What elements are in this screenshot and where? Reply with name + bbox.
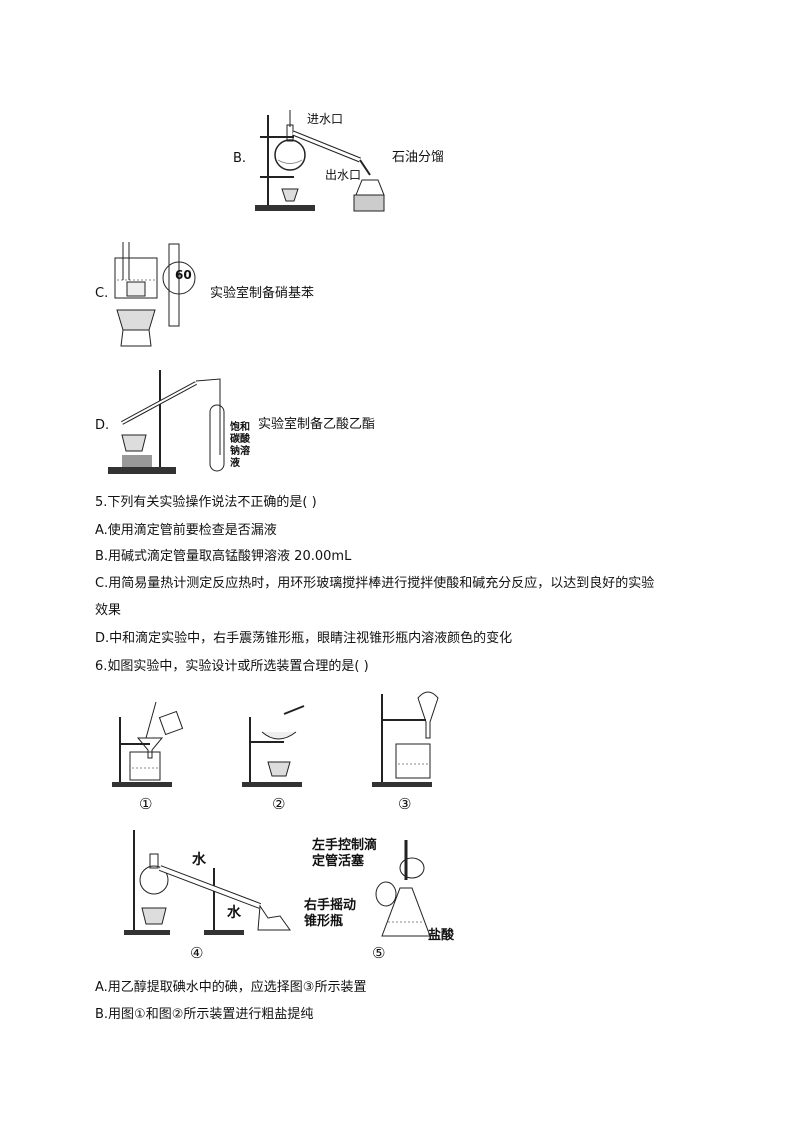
figure-4-label: ④	[190, 944, 204, 962]
q6-option-a: A.用乙醇提取碘水中的碘，应选择图③所示装置	[95, 980, 367, 995]
option-d-caption: 实验室制备乙酸乙酯	[258, 417, 376, 432]
ethyl-acetate-apparatus-figure	[108, 370, 225, 474]
figure-5-acid-label: 盐酸	[428, 928, 455, 943]
thermometer-reading: 60	[175, 268, 192, 282]
figure-5-right-hand-label: 右手摇动 锥形瓶	[304, 898, 357, 929]
q6-option-b: B.用图①和图②所示装置进行粗盐提纯	[95, 1007, 314, 1022]
figure-4-water-top: 水	[192, 852, 206, 868]
option-c-caption: 实验室制备硝基苯	[210, 286, 315, 301]
q5-option-c-line2: 效果	[95, 603, 122, 618]
figure-4-water-bottom: 水	[227, 905, 241, 921]
figure-1-filtration	[112, 701, 184, 787]
distillation-apparatus-figure	[255, 110, 385, 212]
nitrobenzene-apparatus-figure	[114, 242, 196, 347]
figure-2-evaporation	[242, 705, 305, 787]
q5-option-b: B.用碱式滴定管量取高锰酸钾溶液 20.00mL	[95, 549, 352, 564]
option-b-caption: 石油分馏	[392, 150, 445, 165]
figure-5-titration	[375, 840, 431, 937]
figure-1-label: ①	[139, 795, 153, 813]
q6-stem: 6.如图实验中，实验设计或所选装置合理的是( )	[95, 659, 369, 674]
figure-3-separatory-funnel	[372, 691, 439, 787]
q5-option-c-line1: C.用简易量热计测定反应热时，用环形玻璃搅拌棒进行搅拌使酸和碱充分反应，以达到良…	[95, 576, 655, 591]
q5-option-a: A.使用滴定管前要检查是否漏液	[95, 523, 277, 538]
option-c-letter: C.	[95, 286, 109, 301]
option-d-letter: D.	[95, 418, 110, 433]
figure-4-distillation	[124, 830, 291, 935]
tube-label: 饱和 碳酸 钠溶 液	[230, 422, 250, 469]
inlet-label: 进水口	[307, 112, 344, 126]
outlet-label: 出水口	[325, 168, 362, 182]
option-b-letter: B.	[233, 151, 247, 166]
figure-5-left-hand-label: 左手控制滴 定管活塞	[312, 838, 378, 869]
figure-3-label: ③	[398, 795, 412, 813]
figure-2-label: ②	[272, 795, 286, 813]
figure-5-label: ⑤	[372, 944, 386, 962]
q5-option-d: D.中和滴定实验中，右手震荡锥形瓶，眼睛注视锥形瓶内溶液颜色的变化	[95, 631, 513, 646]
q5-stem: 5.下列有关实验操作说法不正确的是( )	[95, 495, 317, 510]
